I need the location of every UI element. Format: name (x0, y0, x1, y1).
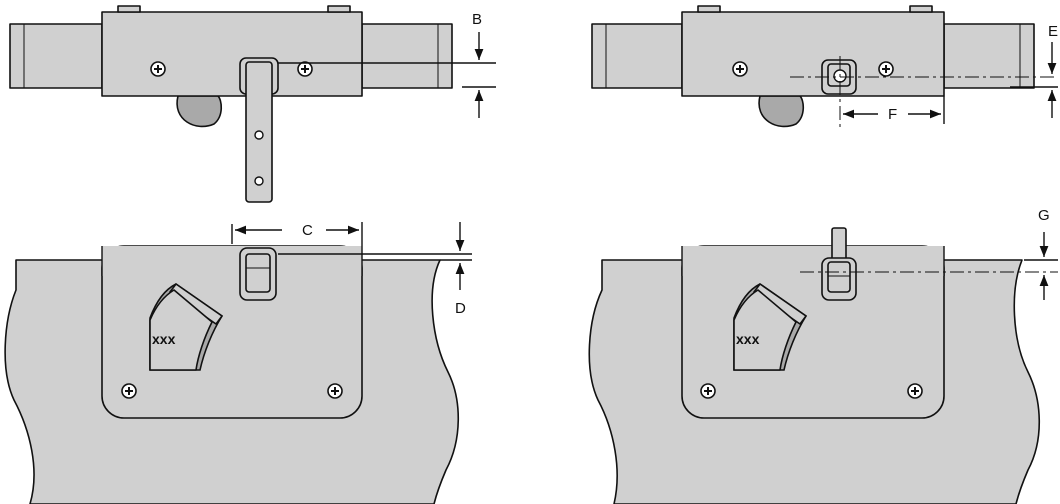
screw-icon (907, 383, 923, 399)
latch-top-view-left: B (9, 5, 496, 203)
screw-icon (297, 61, 313, 77)
screw-icon (121, 383, 137, 399)
dimension-label-c: C (302, 222, 313, 239)
latch-body (101, 11, 363, 97)
handle-face (149, 289, 213, 371)
bolt-hole (254, 130, 264, 140)
right-end-cap (361, 23, 453, 89)
left-end-cap (591, 23, 683, 89)
bolt-stub (245, 253, 271, 293)
dimension-label-d: D (455, 300, 466, 317)
turn-knob (176, 95, 223, 128)
screw-icon (700, 383, 716, 399)
body-tab (327, 5, 351, 13)
latch-top-view-right: E F (591, 5, 1058, 128)
handle-marking: xxx (736, 331, 760, 347)
screw-icon (327, 383, 343, 399)
latch-body (681, 11, 945, 97)
dimension-label-e: E (1048, 23, 1058, 40)
body-tab (909, 5, 933, 13)
handle-marking: xxx (152, 331, 176, 347)
handle-face (733, 289, 797, 371)
left-end-cap (9, 23, 103, 89)
body-tab (117, 5, 141, 13)
dimension-label-f: F (888, 106, 897, 123)
screw-icon (732, 61, 748, 77)
dimension-label-b: B (472, 11, 482, 28)
turn-knob (758, 95, 805, 128)
panel-view-right: xxx G (588, 207, 1058, 504)
body-tab (697, 5, 721, 13)
handle-lip (753, 283, 807, 325)
bolt-stub (827, 261, 851, 293)
handle-lip (169, 283, 223, 325)
bolt-hole (254, 176, 264, 186)
panel-view-left: xxx C D (4, 222, 472, 504)
screw-icon (878, 61, 894, 77)
dimension-label-g: G (1038, 207, 1050, 224)
screw-icon (150, 61, 166, 77)
